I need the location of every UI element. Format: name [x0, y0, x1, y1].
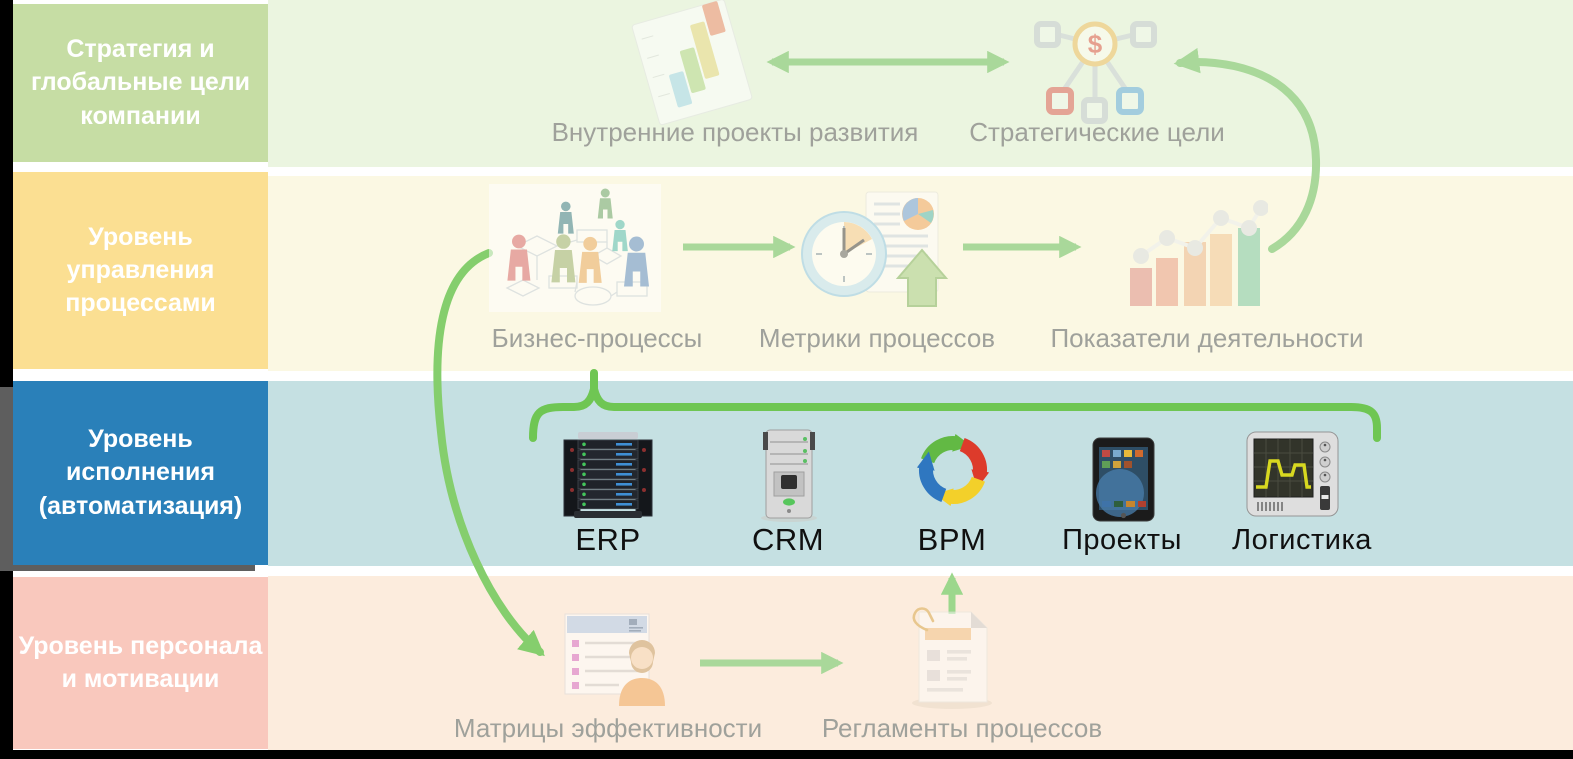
label-projects: Проекты: [1062, 524, 1182, 556]
crm-server-icon: [761, 429, 817, 522]
regulations-document-icon: [912, 607, 992, 709]
label-bpm: BPM: [917, 522, 987, 557]
gantt-chart-icon: [631, 0, 753, 126]
label-process-metrics: Метрики процессов: [758, 323, 996, 353]
label-process-regulations: Регламенты процессов: [821, 713, 1103, 743]
stopwatch-metrics-icon: [801, 191, 949, 307]
bpm-cycle-icon: [916, 433, 990, 507]
sidebar-label-execution: Уровень исполнения (автоматизация): [38, 425, 243, 520]
strategic-goals-icon: $: [1034, 21, 1157, 124]
sidebar-label-strategy: Стратегия и глобальные цели компании: [30, 35, 251, 130]
sidebar-label-personnel: Уровень персонала и мотивации: [18, 631, 263, 693]
label-performance-indicators: Показатели деятельности: [1050, 323, 1364, 353]
tablet-icon: [1092, 437, 1155, 522]
label-logistics: Логистика: [1232, 524, 1372, 556]
sidebar-label-process: Уровень управления процессами: [65, 222, 216, 318]
label-erp: ERP: [575, 522, 641, 557]
label-internal-projects: Внутренние проекты развития: [551, 117, 919, 147]
bar-chart-icon: [1130, 200, 1268, 306]
sidebar-block-execution: Уровень исполнения (автоматизация): [13, 381, 268, 565]
sidebar-block-strategy: Стратегия и глобальные цели компании: [13, 4, 268, 162]
label-strategic-goals: Стратегические цели: [969, 117, 1225, 147]
oscilloscope-icon: [1246, 431, 1339, 517]
sidebar-block-process: Уровень управления процессами: [13, 172, 268, 369]
business-process-icon: [489, 184, 661, 312]
label-business-processes: Бизнес-процессы: [491, 323, 703, 353]
staff-matrix-icon: [564, 613, 665, 706]
erp-server-icon: [563, 432, 653, 518]
band-strategy: [268, 0, 1573, 167]
svg-text:$: $: [1088, 29, 1103, 59]
sidebar-block-personnel: Уровень персонала и мотивации: [13, 577, 268, 749]
label-crm: CRM: [751, 522, 825, 557]
label-efficiency-matrices: Матрицы эффективности: [453, 713, 763, 743]
